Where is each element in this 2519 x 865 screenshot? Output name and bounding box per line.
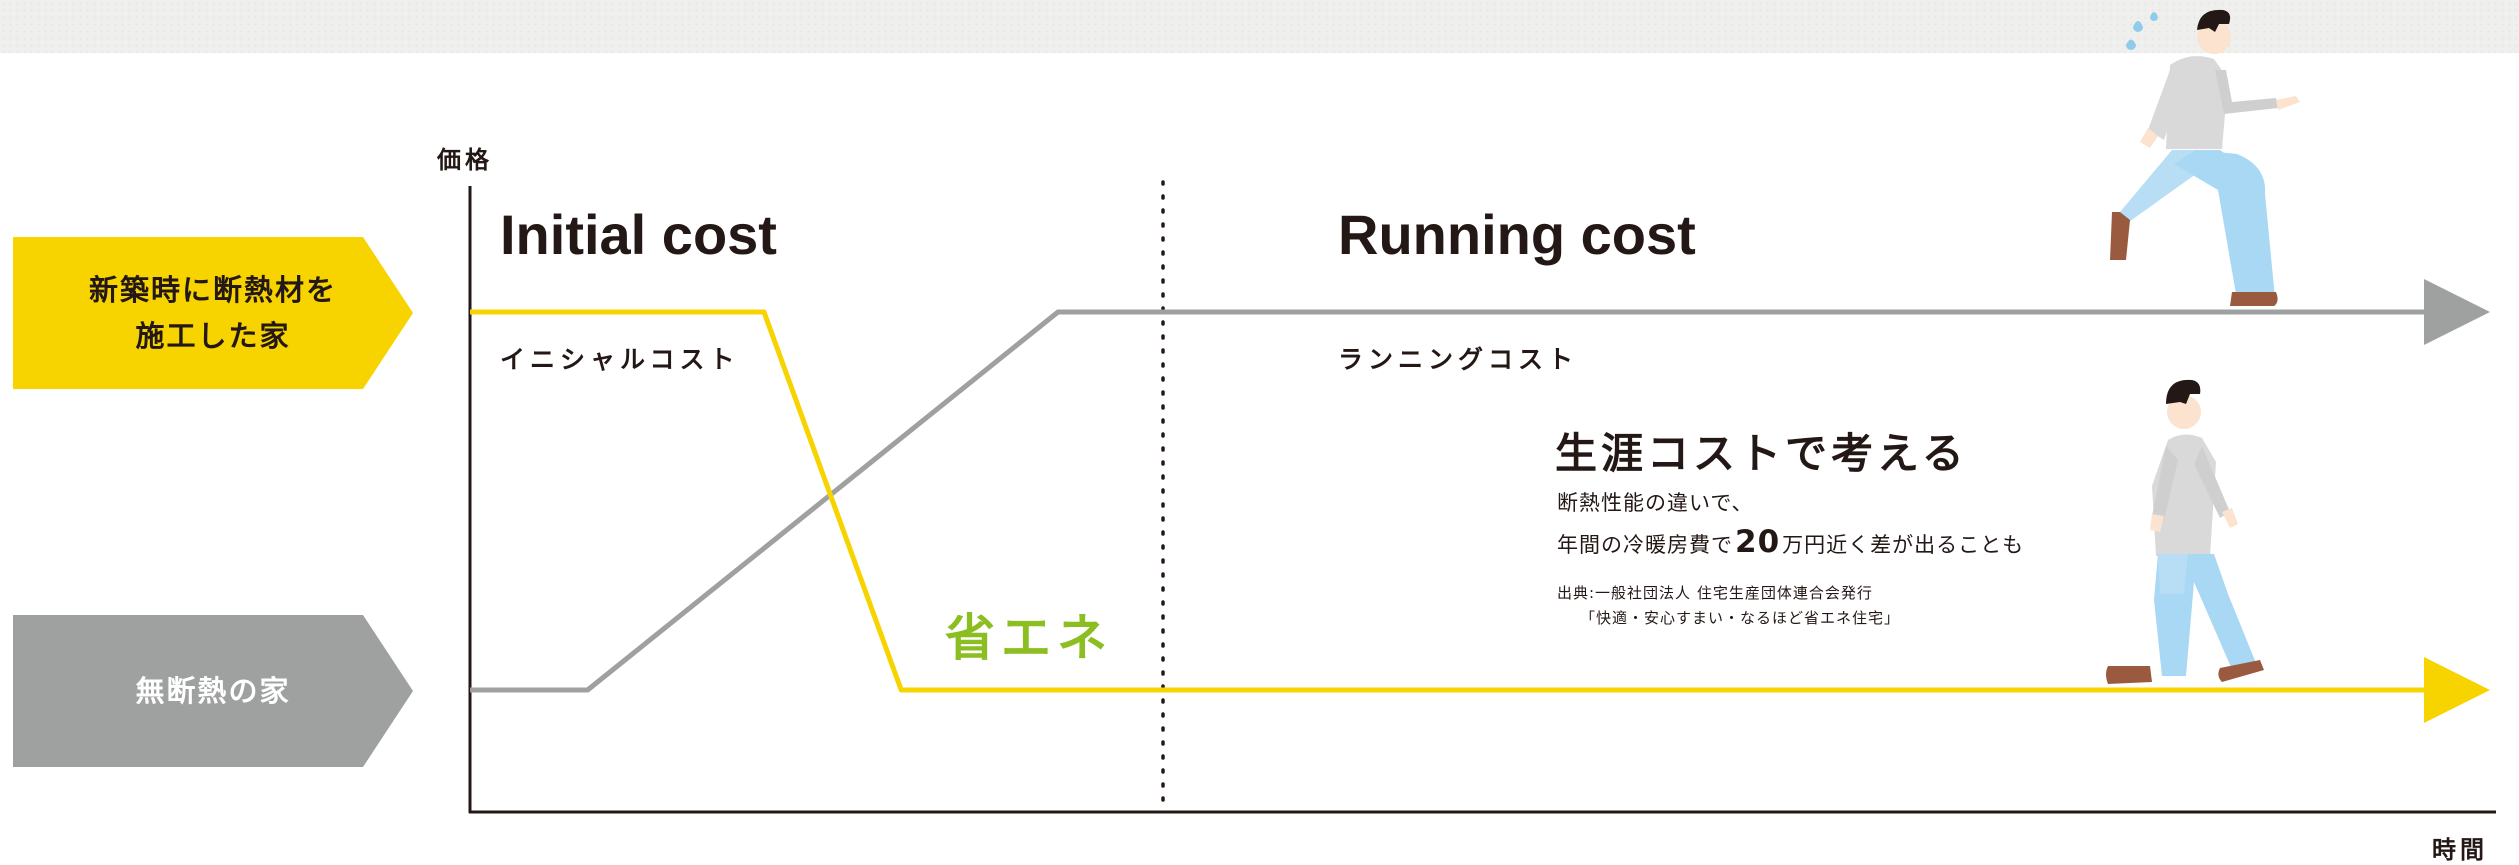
sweat-drops-icon	[2126, 12, 2158, 50]
phase-title-initial: Initial cost	[500, 203, 777, 266]
legend-tag-insulated: 新築時に断熱材を 施工した家	[13, 237, 413, 389]
series-arrow-no-insulation	[2424, 279, 2490, 345]
series-arrow-insulated	[2424, 657, 2490, 723]
phase-title-running: Running cost	[1338, 203, 1696, 266]
series-line-no-insulation	[470, 309, 2430, 693]
callout-heading: 生涯コストで考える	[1555, 429, 1968, 478]
phase-kana-running: ランニングコスト	[1338, 345, 1579, 374]
legend-tag-no-insulation-label: 無断熱の家	[135, 674, 291, 708]
callout-line-2: 年間の冷暖房費で20万円近く差が出ることも	[1557, 524, 2024, 560]
callout-amount: 20	[1735, 524, 1781, 560]
source-line-2: 「快適・安心すまい・なるほど省エネ住宅」	[1580, 609, 1901, 627]
running-man-icon	[2110, 9, 2300, 306]
legend-tag-no-insulation: 無断熱の家	[13, 615, 413, 767]
legend-tag-insulated-label: 新築時に断熱材を 施工した家	[38, 267, 388, 359]
y-axis-label: 価格	[437, 146, 493, 174]
source-line-1: 出典:一般社団法人 住宅生産団体連合会発行	[1557, 584, 1873, 602]
callout-line-2-post: 万円近く差が出ることも	[1782, 533, 2025, 557]
callout-line-2-pre: 年間の冷暖房費で	[1557, 533, 1733, 557]
x-axis-label: 時間	[2432, 836, 2488, 864]
phase-kana-initial: イニシャルコスト	[500, 345, 740, 374]
energy-saving-annotation: 省エネ	[945, 609, 1113, 667]
top-texture-band	[0, 0, 2519, 53]
legend-insulated-line-1: 新築時に断熱材を	[88, 273, 337, 307]
walking-man-icon	[2106, 379, 2264, 684]
series-line-insulated	[470, 309, 2430, 693]
legend-insulated-line-2: 施工した家	[135, 319, 291, 353]
callout-line-1: 断熱性能の違いで、	[1557, 491, 1754, 515]
